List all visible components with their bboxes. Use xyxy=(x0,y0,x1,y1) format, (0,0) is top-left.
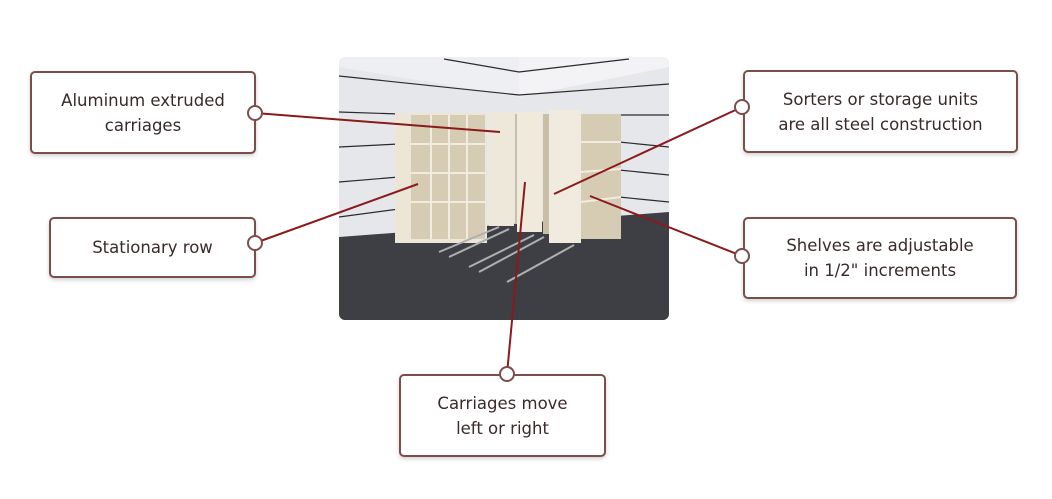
callout-steel-construction: Sorters or storage units are all steel co… xyxy=(743,70,1018,153)
callout-text: left or right xyxy=(456,418,549,438)
mobile-shelving-photo xyxy=(339,57,669,320)
connector-dot-icon xyxy=(734,99,750,115)
callout-text: in 1/2" increments xyxy=(803,261,957,280)
callout-text: Shelves are adjustable xyxy=(786,236,974,255)
callout-aluminum-carriages: Aluminum extruded carriages xyxy=(30,71,256,154)
callout-carriages-move: Carriages move left or right xyxy=(399,374,606,457)
callout-text: Sorters or storage units xyxy=(782,89,979,109)
connector-dot-icon xyxy=(247,105,263,121)
callout-text: carriages xyxy=(104,115,182,135)
connector-dot-icon xyxy=(734,248,750,264)
connector-dot-icon xyxy=(499,366,515,382)
callout-text: Aluminum extruded xyxy=(61,90,225,110)
callout-text: Carriages move xyxy=(437,393,568,413)
callout-text: Stationary row xyxy=(92,238,213,257)
callout-adjustable-shelves: Shelves are adjustable in 1/2" increments xyxy=(743,217,1017,299)
connector-dot-icon xyxy=(247,235,263,251)
callout-text: are all steel construction xyxy=(778,114,983,134)
